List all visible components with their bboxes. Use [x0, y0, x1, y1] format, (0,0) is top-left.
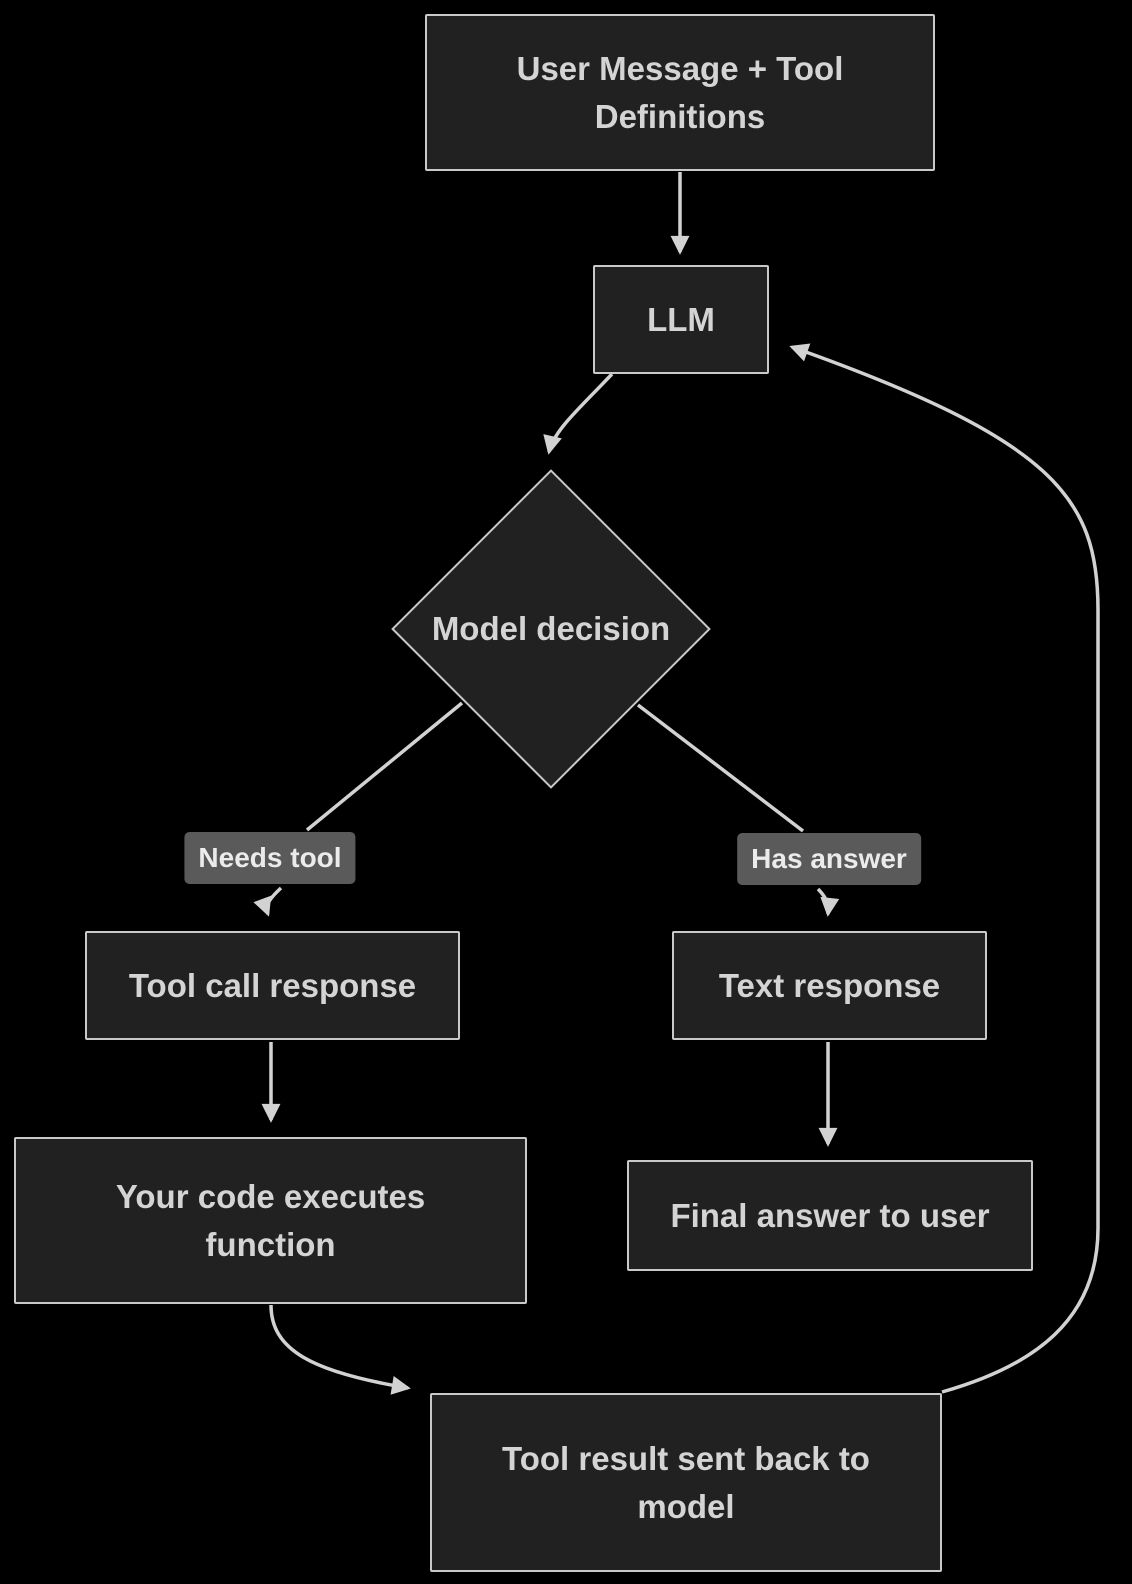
node-your-code-executes: Your code executes function: [14, 1137, 527, 1304]
node-text-response: Text response: [672, 931, 987, 1040]
node-your-code-executes-label: Your code executes function: [115, 1177, 426, 1263]
edge-your-code-to-tool-result: [269, 1304, 411, 1395]
edge-has-answer-to-text-response: [816, 887, 840, 917]
edge-label-has-answer: Has answer: [737, 833, 921, 885]
edge-label-needs-tool-text: Needs tool: [198, 842, 342, 873]
node-model-decision: Model decision: [401, 599, 701, 659]
edge-llm-to-model-decision: [543, 372, 614, 455]
edge-needs-tool-to-tool-call-response: [253, 886, 283, 917]
node-user-message-label: User Message + Tool Definitions: [516, 49, 844, 135]
node-llm: LLM: [593, 265, 769, 374]
edge-label-needs-tool: Needs tool: [184, 832, 356, 884]
edge-model-decision-to-has-answer: [636, 703, 805, 833]
node-user-message: User Message + Tool Definitions: [425, 14, 935, 171]
node-tool-call-response-label: Tool call response: [128, 966, 417, 1004]
edge-model-decision-to-needs-tool: [305, 701, 464, 832]
node-llm-label: LLM: [647, 300, 715, 338]
node-text-response-label: Text response: [718, 966, 941, 1004]
node-tool-call-response: Tool call response: [85, 931, 460, 1040]
edge-label-has-answer-text: Has answer: [751, 843, 907, 874]
node-final-answer: Final answer to user: [627, 1160, 1033, 1271]
node-tool-result-label: Tool result sent back to model: [502, 1439, 870, 1525]
edge-tool-result-to-llm: [789, 343, 1100, 1394]
node-final-answer-label: Final answer to user: [670, 1196, 990, 1234]
node-tool-result: Tool result sent back to model: [430, 1393, 942, 1572]
node-model-decision-label: Model decision: [431, 610, 671, 647]
